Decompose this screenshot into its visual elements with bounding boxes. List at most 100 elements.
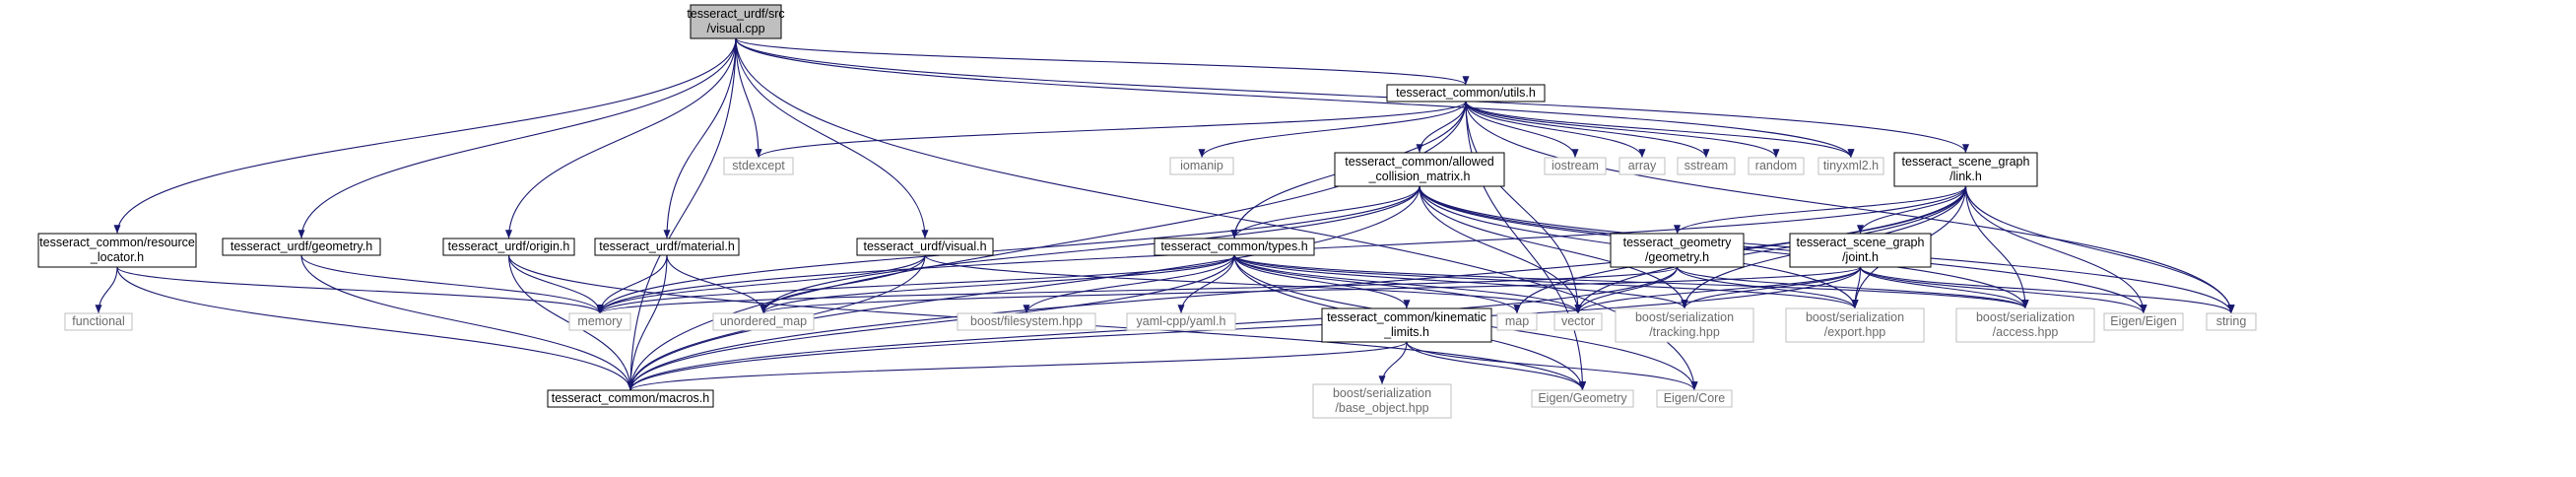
dependency-edges <box>95 37 2235 391</box>
node-urdf-material-h[interactable]: tesseract_urdf/material.h <box>594 238 740 256</box>
node-label: Eigen/Core <box>1664 391 1726 405</box>
node-box <box>1817 157 1884 175</box>
edge-utils_h-to-iostream <box>1465 101 1579 159</box>
node-label: boost/serialization <box>1806 310 1904 324</box>
node-box <box>690 4 782 39</box>
edge-scene_link_h-to-scene_joint_h <box>1857 185 1967 235</box>
edge-geometry_geometry_h-to-memory <box>596 266 1679 314</box>
node-stdexcept: stdexcept <box>723 157 794 175</box>
node-scene-joint-h[interactable]: tesseract_scene_graph/joint.h <box>1789 233 1932 268</box>
node-box <box>1615 307 1754 343</box>
edge-allowed_collision_h-to-macros_h <box>627 185 1420 391</box>
node-resource-locator-h[interactable]: tesseract_common/resource_locator.h <box>37 233 197 268</box>
node-label: tesseract_scene_graph <box>1797 236 1925 249</box>
edge-geometry_geometry_h-to-boost_access <box>1676 266 2029 309</box>
node-urdf-geometry-h[interactable]: tesseract_urdf/geometry.h <box>222 238 381 256</box>
node-geometry-geometry-h[interactable]: tesseract_geometry/geometry.h <box>1610 233 1745 268</box>
edge-scene_joint_h-to-macros_h <box>627 266 1862 391</box>
node-label: vector <box>1561 314 1595 328</box>
node-label: boost/serialization <box>1635 310 1734 324</box>
node-map: map <box>1496 312 1538 331</box>
edge-utils_h-to-macros_h <box>627 101 1467 391</box>
edge-scene_link_h-to-vector <box>1574 185 1967 314</box>
node-label: /export.hpp <box>1824 325 1886 339</box>
node-yaml-cpp: yaml-cpp/yaml.h <box>1126 312 1236 331</box>
node-box <box>1386 84 1546 102</box>
edge-types_h-to-boost_filesystem <box>1023 254 1235 314</box>
edge-urdf_visual_h-to-memory <box>596 254 926 314</box>
node-label: tesseract_common/utils.h <box>1396 86 1536 100</box>
node-macros-h[interactable]: tesseract_common/macros.h <box>547 389 714 408</box>
node-box <box>1154 238 1315 256</box>
node-box <box>1610 233 1745 268</box>
node-box <box>1531 389 1634 408</box>
node-label: tesseract_urdf/origin.h <box>448 239 570 253</box>
node-functional: functional <box>64 312 133 331</box>
node-label: /joint.h <box>1842 250 1879 264</box>
edge-allowed_collision_h-to-memory <box>596 185 1420 314</box>
node-eigen-geometry: Eigen/Geometry <box>1531 389 1634 408</box>
edge-scene_joint_h-to-boost_access <box>1859 266 2029 309</box>
node-unordered-map: unordered_map <box>712 312 815 331</box>
node-urdf-origin-h[interactable]: tesseract_urdf/origin.h <box>442 238 575 256</box>
edge-geometry_geometry_h-to-vector <box>1574 266 1679 314</box>
node-label: tesseract_urdf/geometry.h <box>231 239 372 253</box>
edge-utils_h-to-tinyxml2 <box>1465 101 1855 159</box>
edge-scene_joint_h-to-vector <box>1574 266 1862 314</box>
node-label: /visual.cpp <box>706 22 764 35</box>
edge-types_h-to-kinematic_limits_h <box>1233 254 1411 309</box>
node-label: _locator.h <box>90 250 144 264</box>
edge-scene_link_h-to-string <box>1964 185 2235 314</box>
edge-scene_joint_h-to-eigen_eigen <box>1859 266 2147 314</box>
edge-types_h-to-memory <box>596 254 1235 314</box>
node-array: array <box>1618 157 1666 175</box>
node-label: boost/serialization <box>1333 386 1431 400</box>
node-kinematic-limits-h[interactable]: tesseract_common/kinematic_limits.h <box>1321 307 1492 343</box>
node-utils-h[interactable]: tesseract_common/utils.h <box>1386 84 1546 102</box>
node-box <box>547 389 714 408</box>
node-label: unordered_map <box>720 314 807 328</box>
edge-allowed_collision_h-to-types_h <box>1230 185 1420 239</box>
edge-types_h-to-boost_export <box>1233 254 1859 309</box>
edge-urdf_material_h-to-macros_h <box>627 254 668 391</box>
node-label: /geometry.h <box>1645 250 1709 264</box>
node-box <box>1553 312 1603 331</box>
edge-types_h-to-macros_h <box>627 254 1235 391</box>
node-label: tesseract_urdf/material.h <box>599 239 735 253</box>
node-box <box>1748 157 1805 175</box>
node-label: boost/serialization <box>1976 310 2075 324</box>
edge-urdf_origin_h-to-memory <box>507 254 604 314</box>
edge-urdf_geometry_h-to-memory <box>300 254 604 314</box>
node-label: Eigen/Geometry <box>1538 391 1627 405</box>
node-box <box>712 312 815 331</box>
edge-utils_h-to-sstream <box>1465 101 1710 159</box>
node-boost-base-object: boost/serialization/base_object.hpp <box>1312 383 1452 419</box>
node-boost-export: boost/serialization/export.hpp <box>1785 307 1925 343</box>
edge-types_h-to-boost_tracking <box>1233 254 1688 309</box>
edge-urdf_visual_h-to-vector <box>924 254 1582 314</box>
node-box <box>1496 312 1538 331</box>
edge-types_h-to-yaml_cpp <box>1177 254 1235 314</box>
node-visual-cpp[interactable]: tesseract_urdf/src/visual.cpp <box>687 4 785 39</box>
edge-types_h-to-boost_access <box>1233 254 2029 309</box>
node-types-h[interactable]: tesseract_common/types.h <box>1154 238 1315 256</box>
node-allowed-collision-h[interactable]: tesseract_common/allowed_collision_matri… <box>1334 152 1505 187</box>
node-box <box>1955 307 2095 343</box>
edge-urdf_visual_h-to-unordered_map <box>760 254 926 314</box>
node-scene-link-h[interactable]: tesseract_scene_graph/link.h <box>1893 152 2038 187</box>
edge-kinematic_limits_h-to-eigen_core <box>1406 341 1698 391</box>
node-iostream: iostream <box>1544 157 1607 175</box>
node-label: iostream <box>1552 159 1599 172</box>
node-label: _collision_matrix.h <box>1368 170 1471 183</box>
node-box <box>442 238 575 256</box>
edge-urdf_geometry_h-to-macros_h <box>300 254 634 391</box>
node-urdf-visual-h[interactable]: tesseract_urdf/visual.h <box>856 238 994 256</box>
edge-visual_cpp-to-urdf_origin_h <box>504 37 737 239</box>
node-iomanip: iomanip <box>1169 157 1234 175</box>
node-label: tesseract_urdf/src <box>687 7 784 21</box>
edge-utils_h-to-stdexcept <box>755 101 1467 159</box>
node-box <box>1789 233 1932 268</box>
node-box <box>1544 157 1607 175</box>
edge-geometry_geometry_h-to-boost_export <box>1676 266 1859 309</box>
edge-allowed_collision_h-to-boost_tracking <box>1419 185 1688 309</box>
